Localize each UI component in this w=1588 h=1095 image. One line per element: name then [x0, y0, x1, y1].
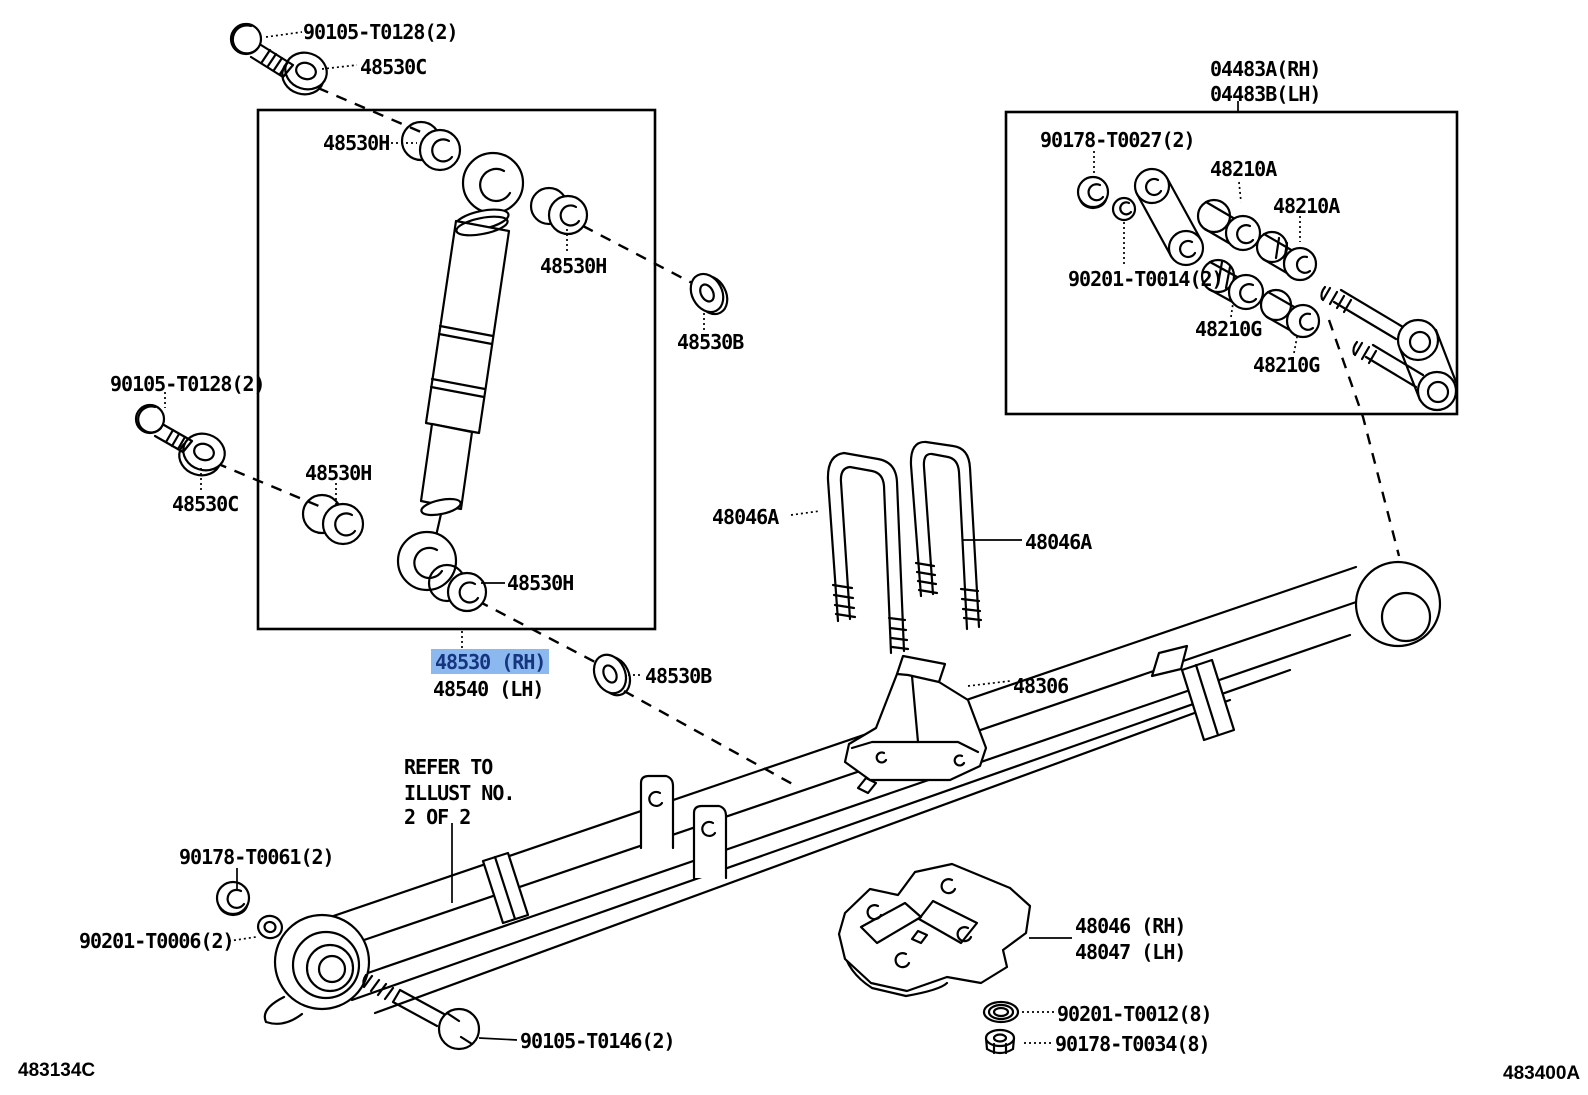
- part-label-04483A-RH[interactable]: 04483A(RH): [1210, 57, 1321, 81]
- part-label-48530H-3[interactable]: 48530H: [305, 461, 372, 485]
- spring-seat-drawing: [837, 862, 1032, 998]
- seat-nut-drawing: [984, 1028, 1016, 1055]
- front-nut-drawing: [215, 880, 251, 917]
- part-label-48530C-left[interactable]: 48530C: [172, 492, 239, 516]
- shackle-kit-drawing: [1076, 167, 1458, 412]
- part-label-90201-T0012[interactable]: 90201-T0012(8): [1057, 1002, 1213, 1026]
- shock-bolts-drawing: [134, 22, 295, 454]
- figure-code-right: 483400A: [1503, 1063, 1581, 1084]
- part-label-48306[interactable]: 48306: [1013, 674, 1069, 698]
- leader-lines: [164, 31, 1301, 1044]
- note-refer-line3: 2 OF 2: [404, 805, 471, 829]
- shock-absorber-box: [256, 108, 657, 631]
- shackle-kit-box: [1004, 110, 1459, 416]
- part-label-90178-T0034[interactable]: 90178-T0034(8): [1055, 1032, 1211, 1056]
- part-label-90201-T0006[interactable]: 90201-T0006(2): [79, 929, 235, 953]
- part-label-48046A-left[interactable]: 48046A: [712, 505, 779, 529]
- note-refer-line2: ILLUST NO.: [404, 781, 515, 805]
- seat-washer-drawing: [982, 1000, 1020, 1024]
- front-bolt-drawing: [362, 973, 481, 1051]
- shock-absorber-drawing: [396, 151, 525, 592]
- part-label-48210G-2[interactable]: 48210G: [1253, 353, 1320, 377]
- part-label-48046A-right[interactable]: 48046A: [1025, 530, 1092, 554]
- part-label-48530B-1[interactable]: 48530B: [677, 330, 744, 354]
- note-refer-line1: REFER TO: [404, 755, 493, 779]
- part-label-48047-LH[interactable]: 48047 (LH): [1075, 940, 1186, 964]
- part-label-90201-T0014[interactable]: 90201-T0014(2): [1068, 267, 1224, 291]
- shock-bushings-drawing: [301, 120, 589, 613]
- dashed-relation-lines: [215, 86, 1401, 788]
- leaf-spring-drawing: [263, 560, 1442, 1025]
- part-label-90105-T0128-left[interactable]: 90105-T0128(2): [110, 372, 266, 396]
- u-bolts-drawing: [826, 440, 983, 655]
- part-label-48530C-top[interactable]: 48530C: [360, 55, 427, 79]
- part-label-48046-RH[interactable]: 48046 (RH): [1075, 914, 1186, 938]
- part-label-90105-T0146[interactable]: 90105-T0146(2): [520, 1029, 676, 1053]
- part-label-90178-T0061[interactable]: 90178-T0061(2): [179, 845, 335, 869]
- part-label-90105-T0128-top[interactable]: 90105-T0128(2): [303, 20, 459, 44]
- part-label-48210A-1[interactable]: 48210A: [1210, 157, 1277, 181]
- part-label-48540-LH[interactable]: 48540 (LH): [433, 677, 544, 701]
- part-label-90178-T0027[interactable]: 90178-T0027(2): [1040, 128, 1196, 152]
- front-washer-drawing: [256, 914, 284, 940]
- part-label-48530H-2[interactable]: 48530H: [540, 254, 607, 278]
- part-label-48530H-4[interactable]: 48530H: [507, 571, 574, 595]
- part-label-48530H-1[interactable]: 48530H: [323, 131, 390, 155]
- part-label-48210A-2[interactable]: 48210A: [1273, 194, 1340, 218]
- bump-stop-drawing: [843, 654, 988, 782]
- part-label-48530B-2[interactable]: 48530B: [645, 664, 712, 688]
- part-label-04483B-LH[interactable]: 04483B(LH): [1210, 82, 1321, 106]
- part-label-48530-RH-selected[interactable]: 48530 (RH): [431, 649, 550, 674]
- shock-washers-drawing: [178, 51, 328, 477]
- grommets-drawing: [592, 272, 729, 697]
- part-label-48210G-1[interactable]: 48210G: [1195, 317, 1262, 341]
- figure-code-left: 483134C: [18, 1060, 96, 1081]
